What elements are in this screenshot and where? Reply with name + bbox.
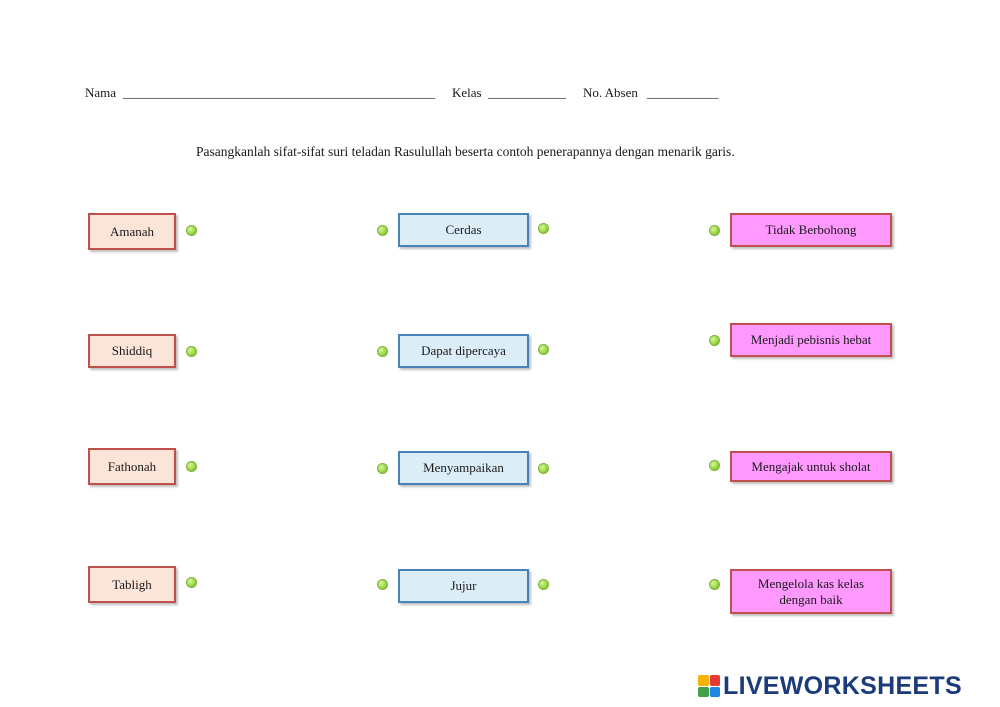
match-dot-mengelola-kas-left[interactable]: [709, 579, 720, 590]
example-box-mengelola-kas: Mengelola kas kelas dengan baik: [730, 569, 892, 614]
match-dot-shiddiq-right[interactable]: [186, 346, 197, 357]
trait-box-tabligh: Tabligh: [88, 566, 176, 603]
match-dot-amanah-right[interactable]: [186, 225, 197, 236]
match-dot-cerdas-left[interactable]: [377, 225, 388, 236]
match-dot-dapat-dipercaya-left[interactable]: [377, 346, 388, 357]
trait-box-cerdas: Cerdas: [398, 213, 529, 247]
match-dot-menyampaikan-right[interactable]: [538, 463, 549, 474]
example-box-tidak-berbohong: Tidak Berbohong: [730, 213, 892, 247]
trait-box-amanah: Amanah: [88, 213, 176, 250]
trait-box-fathonah: Fathonah: [88, 448, 176, 485]
absen-field[interactable]: ___________: [647, 85, 719, 100]
nama-field[interactable]: ________________________________________…: [123, 85, 435, 100]
kelas-field[interactable]: ____________: [488, 85, 566, 100]
trait-box-jujur: Jujur: [398, 569, 529, 603]
instruction-text: Pasangkanlah sifat-sifat suri teladan Ra…: [196, 144, 735, 159]
trait-box-dapat-dipercaya: Dapat dipercaya: [398, 334, 529, 368]
kelas-label: Kelas: [452, 85, 482, 100]
match-dot-dapat-dipercaya-right[interactable]: [538, 344, 549, 355]
liveworksheets-logo-text: LIVEWORKSHEETS: [723, 672, 962, 700]
match-dot-menyampaikan-left[interactable]: [377, 463, 388, 474]
absen-label: No. Absen: [583, 85, 638, 100]
trait-box-shiddiq: Shiddiq: [88, 334, 176, 368]
match-dot-tabligh-right[interactable]: [186, 577, 197, 588]
match-dot-cerdas-right[interactable]: [538, 223, 549, 234]
example-box-menjadi-pebisnis: Menjadi pebisnis hebat: [730, 323, 892, 357]
match-dot-mengajak-sholat-left[interactable]: [709, 460, 720, 471]
liveworksheets-logo: LIVEWORKSHEETS: [698, 672, 962, 700]
liveworksheets-logo-icon: [698, 675, 720, 697]
match-dot-jujur-right[interactable]: [538, 579, 549, 590]
match-dot-fathonah-right[interactable]: [186, 461, 197, 472]
match-dot-jujur-left[interactable]: [377, 579, 388, 590]
match-dot-menjadi-pebisnis-left[interactable]: [709, 335, 720, 346]
trait-box-menyampaikan: Menyampaikan: [398, 451, 529, 485]
match-dot-tidak-berbohong-left[interactable]: [709, 225, 720, 236]
nama-label: Nama: [85, 85, 117, 100]
example-box-mengajak-sholat: Mengajak untuk sholat: [730, 451, 892, 482]
